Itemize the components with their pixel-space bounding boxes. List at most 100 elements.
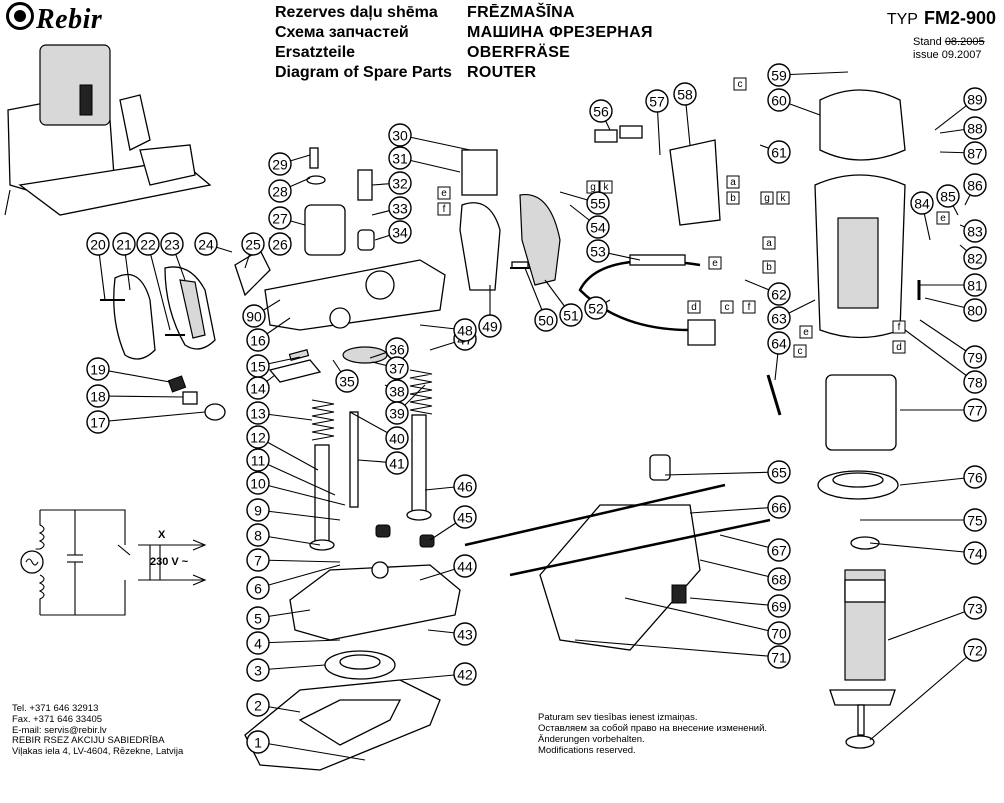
part-callout-38[interactable]: 38 [385, 379, 409, 403]
part-callout-12[interactable]: 12 [246, 425, 270, 449]
part-callout-68[interactable]: 68 [767, 567, 791, 591]
callout-number: 28 [272, 184, 288, 200]
part-callout-65[interactable]: 65 [767, 460, 791, 484]
part-callout-11[interactable]: 11 [246, 448, 270, 472]
part-callout-22[interactable]: 22 [136, 232, 160, 256]
part-callout-76[interactable]: 76 [963, 465, 987, 489]
part-callout-75[interactable]: 75 [963, 508, 987, 532]
part-callout-87[interactable]: 87 [963, 141, 987, 165]
part-callout-9[interactable]: 9 [246, 498, 270, 522]
part-callout-8[interactable]: 8 [246, 523, 270, 547]
part-callout-3[interactable]: 3 [246, 658, 270, 682]
part-callout-72[interactable]: 72 [963, 638, 987, 662]
part-callout-17[interactable]: 17 [86, 410, 110, 434]
part-callout-31[interactable]: 31 [388, 146, 412, 170]
part-callout-85[interactable]: 85 [936, 184, 960, 208]
part-callout-19[interactable]: 19 [86, 357, 110, 381]
part-callout-16[interactable]: 16 [246, 328, 270, 352]
part-callout-28[interactable]: 28 [268, 179, 292, 203]
router-overview-illustration [4, 44, 212, 216]
part-callout-1[interactable]: 1 [246, 730, 270, 754]
part-callout-54[interactable]: 54 [586, 215, 610, 239]
part-callout-5[interactable]: 5 [246, 606, 270, 630]
contact-tel: Tel. +371 646 32913 [12, 703, 99, 714]
part-callout-41[interactable]: 41 [385, 451, 409, 475]
part-callout-56[interactable]: 56 [589, 99, 613, 123]
part-callout-35[interactable]: 35 [335, 369, 359, 393]
part-callout-29[interactable]: 29 [268, 152, 292, 176]
part-callout-59[interactable]: 59 [767, 63, 791, 87]
part-callout-24[interactable]: 24 [194, 232, 218, 256]
callout-circle [388, 220, 412, 244]
part-callout-30[interactable]: 30 [388, 123, 412, 147]
part-callout-7[interactable]: 7 [246, 548, 270, 572]
part-callout-55[interactable]: 55 [586, 191, 610, 215]
part-callout-23[interactable]: 23 [160, 232, 184, 256]
part-callout-40[interactable]: 40 [385, 426, 409, 450]
part-callout-52[interactable]: 52 [584, 296, 608, 320]
part-callout-71[interactable]: 71 [767, 645, 791, 669]
part-callout-37[interactable]: 37 [385, 356, 409, 380]
part-callout-2[interactable]: 2 [246, 693, 270, 717]
part-callout-73[interactable]: 73 [963, 596, 987, 620]
part-callout-45[interactable]: 45 [453, 505, 477, 529]
part-callout-80[interactable]: 80 [963, 298, 987, 322]
part-callout-32[interactable]: 32 [388, 171, 412, 195]
part-callout-26[interactable]: 26 [268, 232, 292, 256]
part-callout-63[interactable]: 63 [767, 306, 791, 330]
part-callout-83[interactable]: 83 [963, 219, 987, 243]
part-callout-10[interactable]: 10 [246, 471, 270, 495]
part-callout-70[interactable]: 70 [767, 621, 791, 645]
part-callout-61[interactable]: 61 [767, 140, 791, 164]
part-callout-48[interactable]: 48 [453, 318, 477, 342]
part-callout-90[interactable]: 90 [242, 304, 266, 328]
callout-circle [589, 99, 613, 123]
part-callout-57[interactable]: 57 [645, 89, 669, 113]
part-callout-64[interactable]: 64 [767, 331, 791, 355]
part-callout-21[interactable]: 21 [112, 232, 136, 256]
part-callout-43[interactable]: 43 [453, 622, 477, 646]
part-callout-62[interactable]: 62 [767, 282, 791, 306]
callout-number: 7 [254, 553, 262, 569]
part-callout-86[interactable]: 86 [963, 173, 987, 197]
part-callout-15[interactable]: 15 [246, 354, 270, 378]
part-callout-88[interactable]: 88 [963, 116, 987, 140]
part-callout-51[interactable]: 51 [559, 303, 583, 327]
part-callout-42[interactable]: 42 [453, 662, 477, 686]
part-callout-69[interactable]: 69 [767, 594, 791, 618]
callout-number: 8 [254, 528, 262, 544]
issue-value: 09.2007 [941, 49, 982, 61]
part-callout-20[interactable]: 20 [86, 232, 110, 256]
part-callout-18[interactable]: 18 [86, 384, 110, 408]
part-callout-84[interactable]: 84 [910, 191, 934, 215]
part-callout-67[interactable]: 67 [767, 538, 791, 562]
part-callout-58[interactable]: 58 [673, 82, 697, 106]
callout-number: 88 [967, 121, 983, 137]
part-callout-34[interactable]: 34 [388, 220, 412, 244]
part-callout-77[interactable]: 77 [963, 398, 987, 422]
part-callout-81[interactable]: 81 [963, 273, 987, 297]
part-callout-25[interactable]: 25 [241, 232, 265, 256]
part-callout-44[interactable]: 44 [453, 554, 477, 578]
part-callout-89[interactable]: 89 [963, 87, 987, 111]
part-callout-60[interactable]: 60 [767, 88, 791, 112]
part-callout-74[interactable]: 74 [963, 541, 987, 565]
part-callout-14[interactable]: 14 [246, 376, 270, 400]
part-callout-50[interactable]: 50 [534, 308, 558, 332]
part-callout-6[interactable]: 6 [246, 576, 270, 600]
part-callout-39[interactable]: 39 [385, 401, 409, 425]
part-callout-27[interactable]: 27 [268, 206, 292, 230]
part-callout-78[interactable]: 78 [963, 370, 987, 394]
part-callout-33[interactable]: 33 [388, 196, 412, 220]
part-callout-53[interactable]: 53 [586, 239, 610, 263]
title-lv: Rezerves daļu shēma [275, 4, 438, 21]
callout-number: 79 [967, 350, 983, 366]
part-callout-4[interactable]: 4 [246, 631, 270, 655]
part-callout-79[interactable]: 79 [963, 345, 987, 369]
part-callout-49[interactable]: 49 [478, 314, 502, 338]
part-callout-66[interactable]: 66 [767, 495, 791, 519]
part-callout-82[interactable]: 82 [963, 246, 987, 270]
part-callout-13[interactable]: 13 [246, 401, 270, 425]
part-callout-46[interactable]: 46 [453, 474, 477, 498]
